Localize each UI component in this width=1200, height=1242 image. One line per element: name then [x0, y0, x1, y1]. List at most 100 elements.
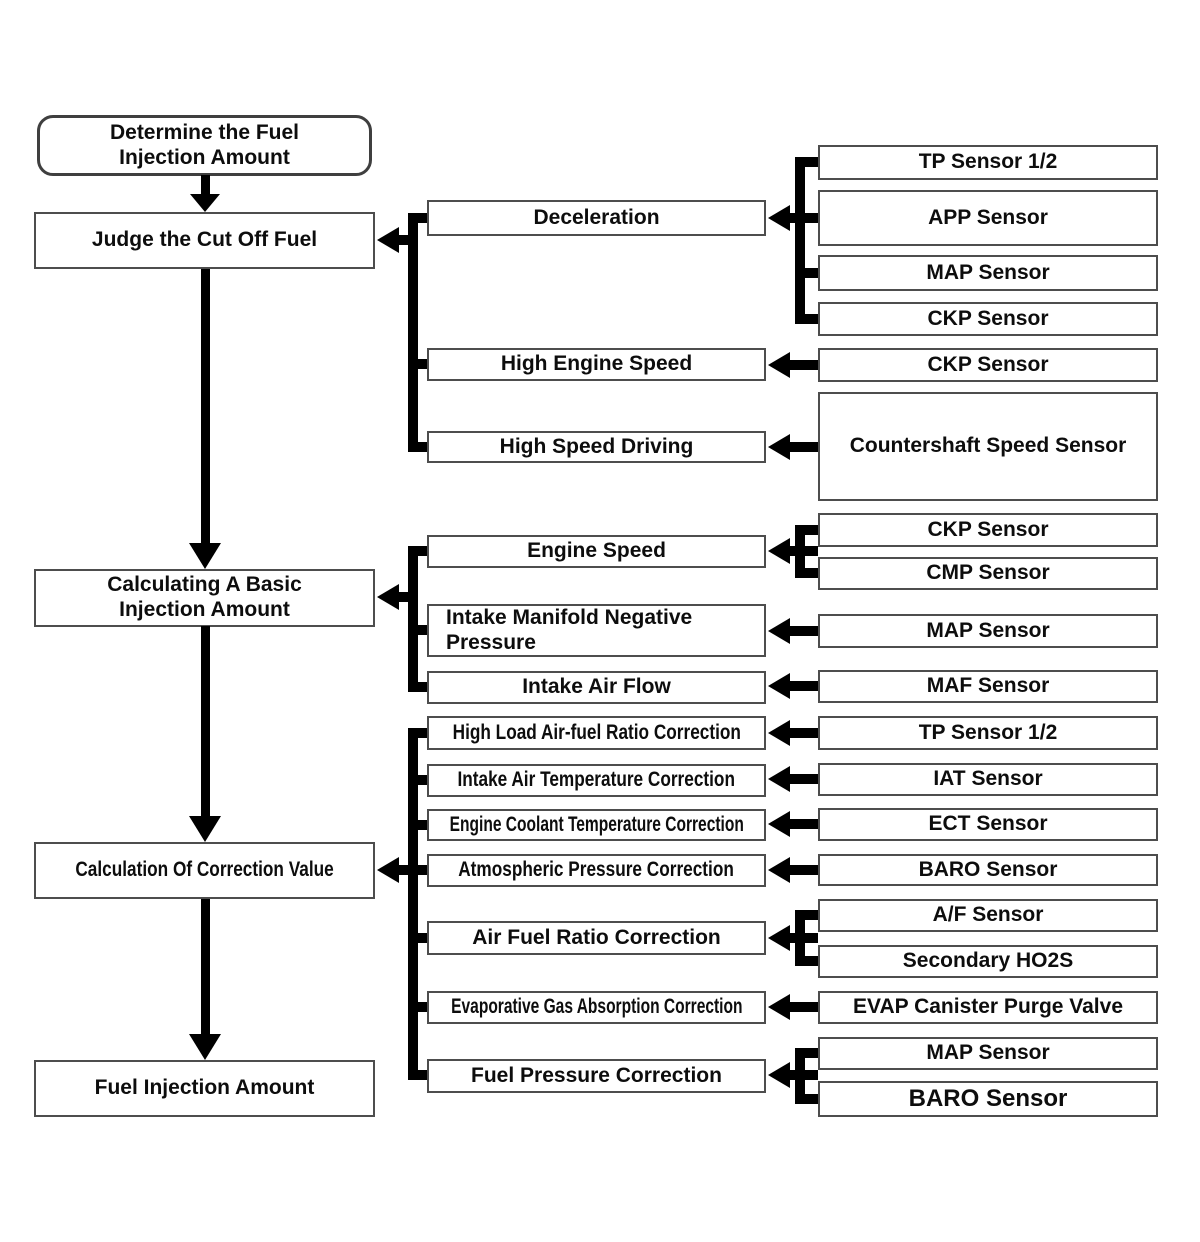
node-intake-air-temperature-correction: Intake Air Temperature Correction	[427, 764, 766, 797]
sensor-tp-1-2-deceleration: TP Sensor 1/2	[818, 145, 1158, 180]
node-fuel-pressure-correction: Fuel Pressure Correction	[427, 1059, 766, 1093]
node-atmospheric-pressure-correction: Atmospheric Pressure Correction	[427, 854, 766, 887]
bracket-cutoff-stub-deceleration	[418, 213, 427, 223]
arrow-judge-to-basic-head	[189, 543, 221, 569]
bracket-cutoff-stub-high-engine-speed	[418, 359, 427, 369]
node-engine-coolant-temperature-correction: Engine Coolant Temperature Correction	[427, 809, 766, 841]
arrow-ect-to-coolant-temp-shaft	[789, 819, 818, 829]
sensor-map-fuel-pressure: MAP Sensor	[818, 1037, 1158, 1070]
arrow-judge-to-basic-shaft	[201, 269, 210, 543]
arrow-into-correction-head	[377, 857, 399, 883]
bracket-basic-stub-engine-speed	[418, 546, 427, 556]
sensor-baro-fuel-pressure: BARO Sensor	[818, 1081, 1158, 1117]
node-engine-speed: Engine Speed	[427, 535, 766, 568]
node-deceleration: Deceleration	[427, 200, 766, 236]
sensor-countershaft-speed: Countershaft Speed Sensor	[818, 392, 1158, 501]
bracket-correction-stub-air-fuel-ratio	[418, 933, 427, 943]
arrow-baro-to-atmospheric-shaft	[789, 865, 818, 875]
node-determine-fuel-injection-amount: Determine the Fuel Injection Amount	[37, 115, 372, 176]
bracket-correction-stub-iat	[418, 775, 427, 785]
arrow-ckp-to-high-engine-speed-head	[768, 352, 790, 378]
sensor-ect: ECT Sensor	[818, 808, 1158, 841]
bracket-engine-speed-stub-cmp	[805, 568, 818, 578]
bracket-correction-stub-evaporative	[418, 1002, 427, 1012]
arrow-correction-to-final-shaft	[201, 899, 210, 1034]
sensor-af: A/F Sensor	[818, 899, 1158, 932]
arrow-determine-to-judge-head	[190, 194, 220, 212]
arrow-into-judge-head	[377, 227, 399, 253]
bracket-deceleration-stub-map	[805, 268, 818, 278]
node-evaporative-gas-absorption-correction: Evaporative Gas Absorption Correction	[427, 991, 766, 1024]
arrow-into-afr-shaft	[789, 933, 818, 943]
arrow-iat-to-intake-air-temp-head	[768, 766, 790, 792]
arrow-map-to-intake-manifold-head	[768, 618, 790, 644]
bracket-afr-stub-ho2s	[805, 956, 818, 966]
sensor-ckp-high-engine-speed: CKP Sensor	[818, 348, 1158, 382]
arrow-tp-to-high-load-head	[768, 720, 790, 746]
node-judge-cut-off-fuel: Judge the Cut Off Fuel	[34, 212, 375, 269]
bracket-correction-stub-fuel-pressure	[418, 1070, 427, 1080]
intake-air-temperature-correction-label: Intake Air Temperature Correction	[457, 768, 736, 792]
high-load-correction-label: High Load Air-fuel Ratio Correction	[452, 720, 741, 744]
arrow-evap-valve-to-evaporative-head	[768, 994, 790, 1020]
bracket-cutoff-vertical	[408, 213, 418, 452]
arrow-into-correction-shaft	[398, 865, 427, 875]
sensor-cmp: CMP Sensor	[818, 557, 1158, 590]
sensor-app: APP Sensor	[818, 190, 1158, 246]
node-high-speed-driving: High Speed Driving	[427, 431, 766, 463]
bracket-correction-stub-ect	[418, 820, 427, 830]
sensor-baro-atmospheric: BARO Sensor	[818, 854, 1158, 886]
node-calculating-basic-injection-amount: Calculating A Basic Injection Amount	[34, 569, 375, 627]
bracket-fuel-pressure-stub-map	[805, 1048, 818, 1058]
arrow-countershaft-to-high-speed-driving-head	[768, 434, 790, 460]
sensor-map-deceleration: MAP Sensor	[818, 255, 1158, 291]
arrow-maf-to-intake-air-flow-shaft	[789, 681, 818, 691]
sensor-secondary-ho2s: Secondary HO2S	[818, 945, 1158, 978]
node-calculation-of-correction-value: Calculation Of Correction Value	[34, 842, 375, 899]
arrow-into-deceleration-shaft	[789, 213, 818, 223]
arrow-baro-to-atmospheric-head	[768, 857, 790, 883]
bracket-deceleration-stub-ckp	[805, 314, 818, 324]
bracket-cutoff-stub-high-speed-driving	[418, 442, 427, 452]
sensor-tp-1-2-high-load: TP Sensor 1/2	[818, 716, 1158, 750]
bracket-deceleration-stub-tp	[805, 157, 818, 167]
arrow-into-fuel-pressure-head	[768, 1062, 790, 1088]
engine-coolant-temperature-correction-label: Engine Coolant Temperature Correction	[449, 812, 744, 836]
sensor-ckp-deceleration: CKP Sensor	[818, 302, 1158, 336]
sensor-maf: MAF Sensor	[818, 670, 1158, 703]
node-fuel-injection-amount: Fuel Injection Amount	[34, 1060, 375, 1117]
arrow-maf-to-intake-air-flow-head	[768, 673, 790, 699]
actuator-evap-canister-purge-valve: EVAP Canister Purge Valve	[818, 991, 1158, 1024]
bracket-engine-speed-stub-ckp	[805, 525, 818, 535]
arrow-basic-to-correction-shaft	[201, 626, 210, 816]
arrow-ckp-to-high-engine-speed-shaft	[789, 360, 818, 370]
node-high-load-air-fuel-ratio-correction: High Load Air-fuel Ratio Correction	[427, 716, 766, 750]
bracket-deceleration-vertical	[795, 157, 805, 324]
arrow-into-basic-head	[377, 584, 399, 610]
bracket-basic-stub-intake-manifold	[418, 625, 427, 635]
evaporative-gas-absorption-correction-label: Evaporative Gas Absorption Correction	[450, 995, 743, 1019]
node-high-engine-speed: High Engine Speed	[427, 348, 766, 381]
bracket-fuel-pressure-stub-baro	[805, 1094, 818, 1104]
arrow-into-afr-head	[768, 925, 790, 951]
arrow-countershaft-to-high-speed-driving-shaft	[789, 442, 818, 452]
sensor-ckp-engine-speed: CKP Sensor	[818, 513, 1158, 547]
arrow-map-to-intake-manifold-shaft	[789, 626, 818, 636]
node-intake-manifold-negative-pressure: Intake Manifold Negative Pressure	[427, 604, 766, 657]
bracket-basic-vertical	[408, 546, 418, 692]
arrow-evap-valve-to-evaporative-shaft	[789, 1002, 818, 1012]
arrow-iat-to-intake-air-temp-shaft	[789, 774, 818, 784]
arrow-correction-to-final-head	[189, 1034, 221, 1060]
bracket-afr-stub-af	[805, 910, 818, 920]
bracket-correction-vertical	[408, 728, 418, 1080]
bracket-correction-stub-high-load	[418, 728, 427, 738]
node-air-fuel-ratio-correction: Air Fuel Ratio Correction	[427, 921, 766, 955]
sensor-iat: IAT Sensor	[818, 763, 1158, 796]
sensor-map-intake-manifold: MAP Sensor	[818, 614, 1158, 648]
bracket-basic-stub-intake-air-flow	[418, 682, 427, 692]
arrow-ect-to-coolant-temp-head	[768, 811, 790, 837]
arrow-into-engine-speed-shaft	[789, 546, 818, 556]
arrow-tp-to-high-load-shaft	[789, 728, 818, 738]
arrow-into-engine-speed-head	[768, 538, 790, 564]
